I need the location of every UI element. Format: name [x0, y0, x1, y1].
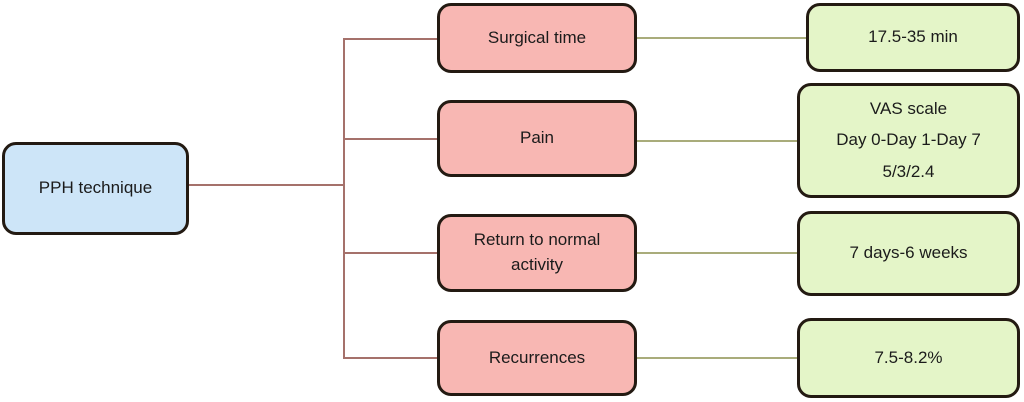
node-recurrences-result-label: 7.5-8.2%	[874, 347, 943, 367]
connector-branch-recurrences	[343, 357, 437, 359]
connector-branch-surgical-time	[343, 38, 437, 40]
node-surgical-time-label: Surgical time	[487, 27, 587, 47]
connector-recurrences-result	[637, 357, 797, 359]
connector-branch-pain	[343, 138, 437, 140]
node-surgical-time: Surgical time	[437, 3, 637, 73]
node-return-activity-result-label: 7 days-6 weeks	[849, 243, 968, 263]
node-pain-result: VAS scale Day 0-Day 1-Day 7 5/3/2.4	[797, 83, 1020, 198]
connector-pain-result	[637, 140, 797, 142]
node-pain-label: Pain	[519, 128, 555, 148]
connector-return-activity-result	[637, 252, 797, 254]
connector-root-to-trunk	[188, 184, 344, 186]
node-surgical-time-result: 17.5-35 min	[806, 3, 1020, 72]
node-pph-technique-label: PPH technique	[38, 178, 153, 198]
node-pain-result-line-2: Day 0-Day 1-Day 7	[836, 130, 981, 150]
node-pain-result-line-1: VAS scale	[869, 98, 948, 118]
node-recurrences-label: Recurrences	[488, 347, 586, 367]
node-return-to-normal-activity: Return to normal activity	[437, 214, 637, 292]
node-return-to-normal-activity-label: Return to normal activity	[473, 230, 601, 274]
node-return-activity-result: 7 days-6 weeks	[797, 211, 1020, 296]
node-pain: Pain	[437, 100, 637, 177]
node-pain-result-line-3: 5/3/2.4	[882, 161, 935, 181]
connector-surgical-time-result	[637, 37, 806, 39]
node-pph-technique: PPH technique	[2, 142, 189, 235]
node-recurrences: Recurrences	[437, 320, 637, 396]
connector-branch-return-to-normal-activity	[343, 252, 437, 254]
node-surgical-time-result-label: 17.5-35 min	[868, 27, 958, 47]
node-recurrences-result: 7.5-8.2%	[797, 318, 1020, 398]
connector-trunk	[343, 38, 345, 359]
